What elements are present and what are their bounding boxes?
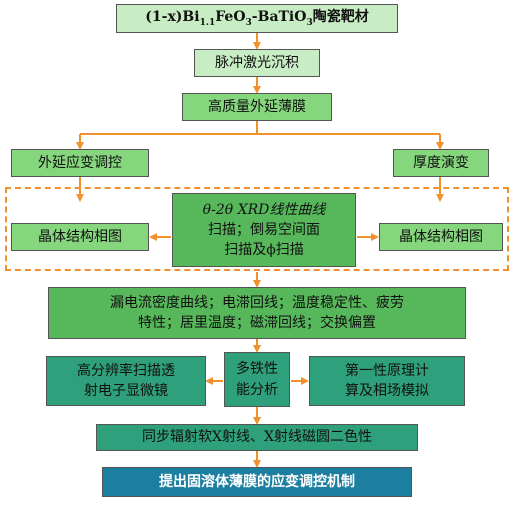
node-xrd-scans: θ-2θ XRD线性曲线 扫描；倒易空间面 扫描及ϕ扫描 xyxy=(172,193,356,267)
node-synchrotron-xray: 同步辐射软X射线、X射线磁圆二色性 xyxy=(96,424,418,451)
multi-line-2: 能分析 xyxy=(236,381,278,398)
multi-line-1: 多铁性 xyxy=(236,361,278,378)
node-epitaxial-strain: 外延应变调控 xyxy=(11,149,149,177)
dft-line-2: 算及相场模拟 xyxy=(345,383,429,399)
xrd-line-3: 扫描及ϕ扫描 xyxy=(224,242,304,259)
tem-line-2: 射电子显微镜 xyxy=(84,383,168,399)
node-phase-diagram-right: 晶体结构相图 xyxy=(379,223,503,251)
node-phase-diagram-left: 晶体结构相图 xyxy=(11,223,149,251)
xrd-line-2: 扫描；倒易空间面 xyxy=(208,221,320,238)
node-target-ceramic: (1-x)Bi1.1FeO3-BaTiO3陶瓷靶材 xyxy=(116,4,398,33)
node-multiferroic-analysis: 多铁性 能分析 xyxy=(224,352,290,407)
node-electrical-magnetic-properties: 漏电流密度曲线；电滞回线；温度稳定性、疲劳 特性；居里温度；磁滞回线；交换偏置 xyxy=(48,287,466,339)
characterization-dashed-frame xyxy=(5,187,509,271)
node-strain-mechanism: 提出固溶体薄膜的应变调控机制 xyxy=(102,467,412,497)
target-formula: (1-x)Bi1.1FeO3-BaTiO3陶瓷靶材 xyxy=(145,9,369,28)
node-hr-stem: 高分辨率扫描透 射电子显微镜 xyxy=(46,356,206,406)
tem-line-1: 高分辨率扫描透 xyxy=(77,362,175,379)
node-dft-phase-field: 第一性原理计 算及相场模拟 xyxy=(309,356,465,406)
node-epitaxial-film: 高质量外延薄膜 xyxy=(182,93,332,121)
node-thickness-evolution: 厚度演变 xyxy=(393,149,489,177)
node-pulsed-laser-deposition: 脉冲激光沉积 xyxy=(194,49,320,77)
xrd-line-1: θ-2θ XRD线性曲线 xyxy=(202,201,326,218)
props-line-2: 特性；居里温度；磁滞回线；交换偏置 xyxy=(138,315,376,331)
dft-line-1: 第一性原理计 xyxy=(345,362,429,379)
props-line-1: 漏电流密度曲线；电滞回线；温度稳定性、疲劳 xyxy=(110,294,404,311)
